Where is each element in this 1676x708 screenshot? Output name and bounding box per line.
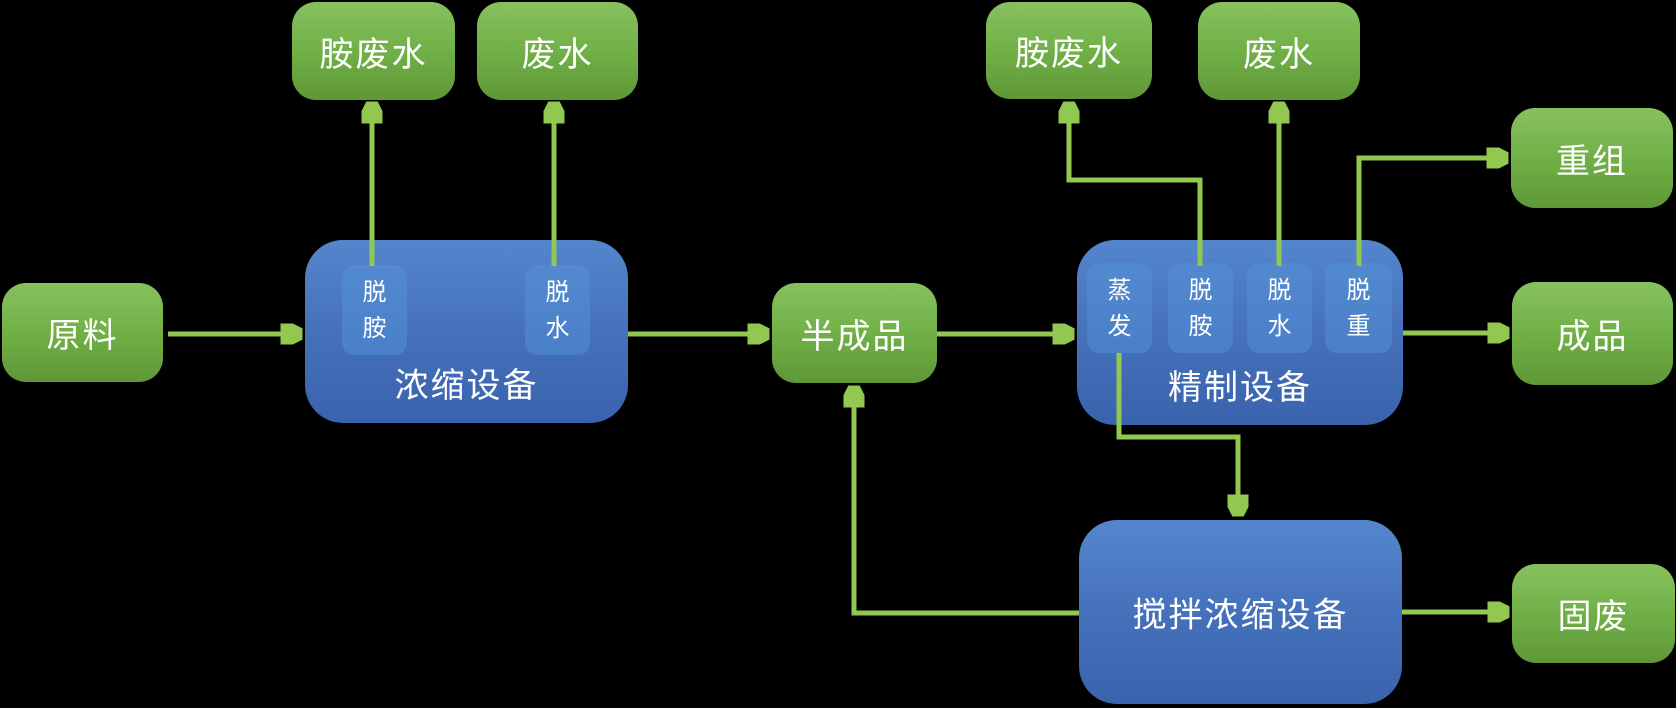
sub-unit-deamination-2: 脱胺 bbox=[1168, 263, 1233, 353]
node-refining-equipment: 蒸发 脱胺 脱水 脱重 精制设备 bbox=[1077, 240, 1403, 425]
node-amine-wastewater-1: 胺废水 bbox=[292, 2, 455, 100]
node-recombination-label: 重组 bbox=[1556, 141, 1628, 182]
sub-unit-dehydration: 脱水 bbox=[525, 265, 590, 355]
node-wastewater-1: 废水 bbox=[477, 2, 638, 100]
sub-unit-deamination-2-label: 脱胺 bbox=[1188, 276, 1213, 340]
node-finished-product-label: 成品 bbox=[1556, 317, 1629, 357]
sub-unit-deamination-label: 脱胺 bbox=[362, 278, 387, 342]
node-amine-wastewater-2-label: 胺废水 bbox=[1015, 34, 1123, 74]
node-wastewater-1-label: 废水 bbox=[521, 34, 594, 75]
sub-unit-heavies-removal: 脱重 bbox=[1325, 263, 1392, 353]
node-wastewater-2: 废水 bbox=[1198, 2, 1360, 100]
node-recombination: 重组 bbox=[1511, 108, 1673, 208]
sub-unit-dehydration-2-label: 脱水 bbox=[1267, 276, 1292, 340]
sub-unit-evaporation-label: 蒸发 bbox=[1107, 276, 1132, 340]
node-raw-material: 原料 bbox=[2, 283, 163, 382]
node-stirring-concentration-equipment: 搅拌浓缩设备 bbox=[1079, 520, 1402, 704]
node-semi-finished-product: 半成品 bbox=[772, 283, 937, 383]
sub-unit-heavies-removal-label: 脱重 bbox=[1346, 276, 1371, 340]
node-wastewater-2-label: 废水 bbox=[1243, 34, 1315, 75]
node-solid-waste-label: 固废 bbox=[1557, 597, 1630, 637]
node-finished-product: 成品 bbox=[1512, 282, 1673, 385]
sub-unit-dehydration-2: 脱水 bbox=[1247, 263, 1312, 353]
node-stirring-concentration-equipment-label: 搅拌浓缩设备 bbox=[1132, 595, 1349, 636]
node-solid-waste: 固废 bbox=[1512, 564, 1675, 663]
node-amine-wastewater-2: 胺废水 bbox=[986, 2, 1152, 99]
sub-unit-deamination: 脱胺 bbox=[342, 265, 407, 355]
node-concentration-equipment-label: 浓缩设备 bbox=[394, 366, 539, 406]
sub-unit-evaporation: 蒸发 bbox=[1087, 263, 1152, 353]
edge-stirring-to-semi-finished bbox=[854, 388, 1079, 616]
node-amine-wastewater-1-label: 胺废水 bbox=[319, 34, 428, 75]
node-concentration-equipment: 脱胺 脱水 浓缩设备 bbox=[305, 240, 628, 423]
node-semi-finished-product-label: 半成品 bbox=[800, 316, 909, 357]
node-raw-material-label: 原料 bbox=[46, 316, 119, 356]
sub-unit-dehydration-label: 脱水 bbox=[545, 278, 570, 342]
node-refining-equipment-label: 精制设备 bbox=[1168, 368, 1312, 408]
